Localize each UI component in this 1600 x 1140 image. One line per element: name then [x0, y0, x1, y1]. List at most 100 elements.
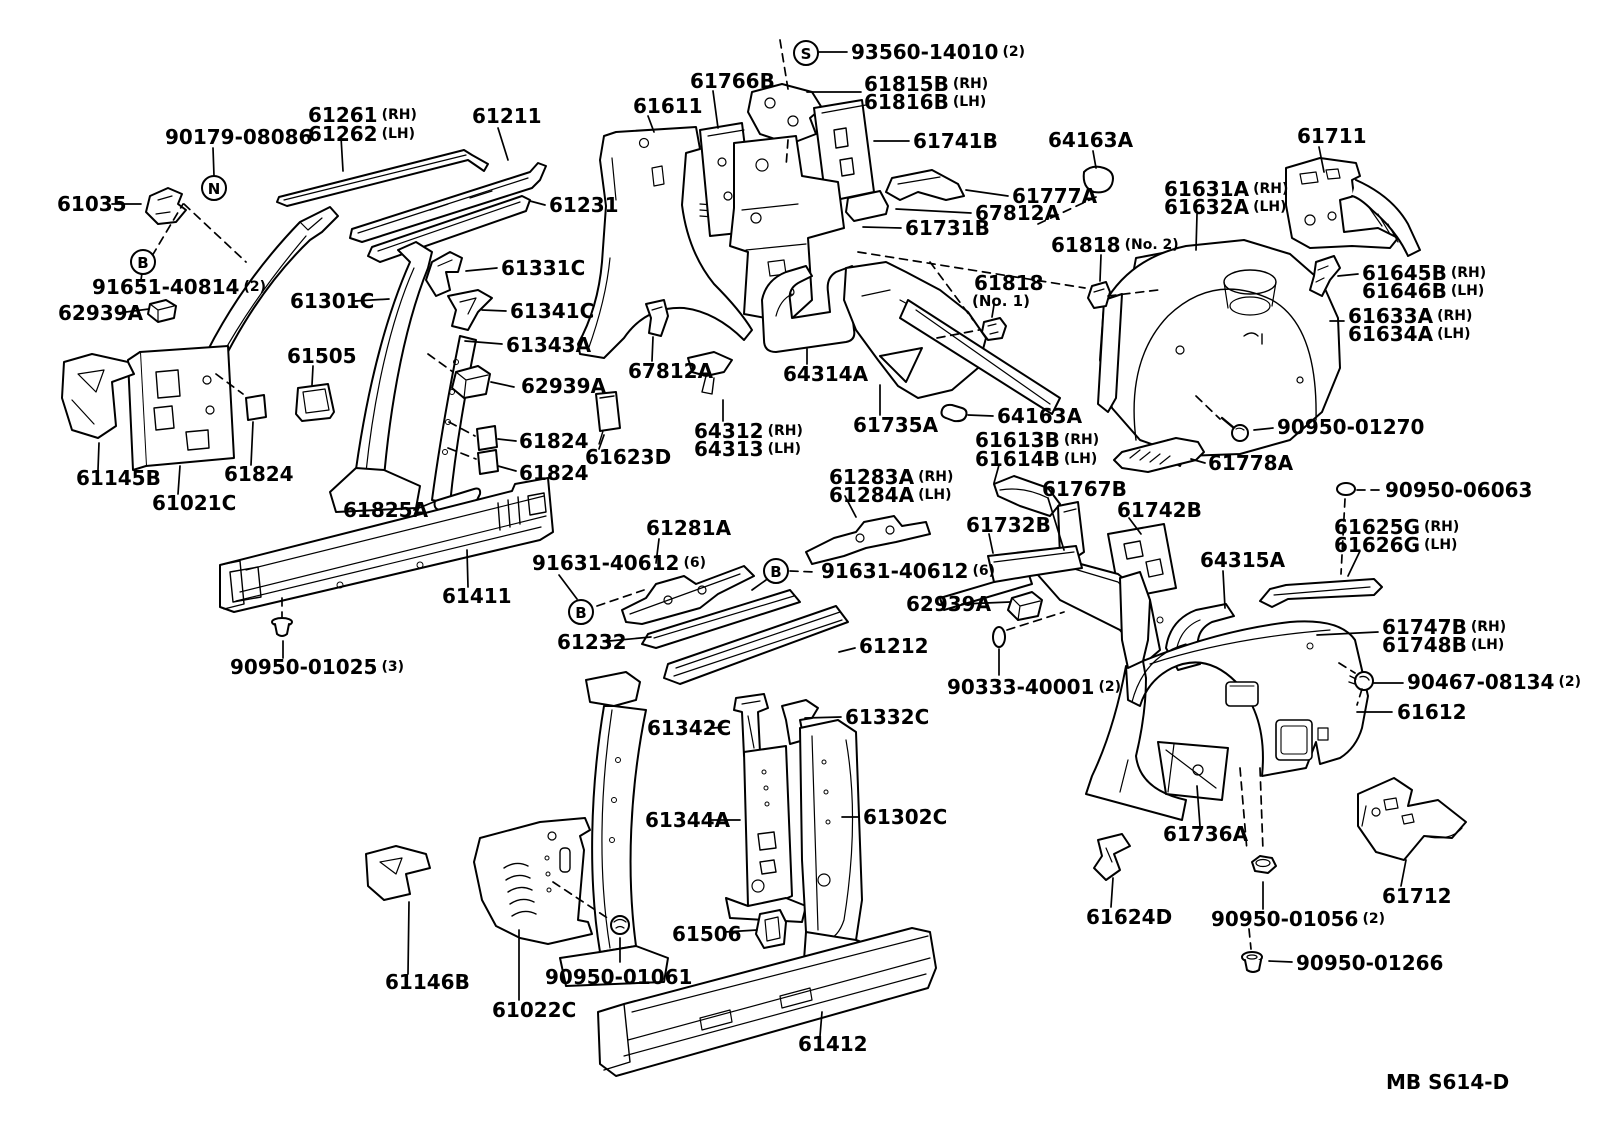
part-61712-corner [1357, 777, 1467, 861]
circled-S-marker: S [793, 40, 819, 66]
part-61505-pad [295, 383, 335, 422]
part-label-61145B: 61145B [76, 466, 161, 490]
part-61331C-bracket [425, 251, 463, 297]
part-label-64163A: 64163A [1048, 128, 1134, 152]
part-label-61816B: 61816B(LH) [864, 90, 986, 114]
part-label-61283A: 61283A(RH) [829, 465, 953, 489]
part-label-61411: 61411 [442, 584, 512, 608]
part-label-64163A: 64163A [997, 404, 1083, 428]
part-label-91631-40612: 91631-40612(6) [532, 551, 706, 575]
clip-90333-40001 [992, 626, 1006, 648]
part-label-61331C: 61331C [501, 256, 585, 280]
part-label-61747B: 61747B(RH) [1382, 615, 1506, 639]
svg-text:N: N [208, 180, 221, 198]
part-label-61736A: 61736A [1163, 822, 1249, 846]
part-label-61262: 61262(LH) [308, 122, 415, 146]
part-label-61146B: 61146B [385, 970, 470, 994]
part-label-61646B: 61646B(LH) [1362, 279, 1484, 303]
part-61344A-pillar-inner [725, 745, 807, 923]
circled-B-marker: B [763, 558, 789, 584]
pad-64163A-2 [940, 403, 968, 423]
part-64312-bracket [687, 351, 733, 395]
part-61232-sill-strip [641, 589, 801, 649]
part-label-61344A: 61344A [645, 808, 731, 832]
part-61633A-wheelhouse [1097, 239, 1341, 467]
diagram-code: MB S614-D [1386, 1070, 1510, 1094]
part-label-61505: 61505 [287, 344, 357, 368]
part-label-61412: 61412 [798, 1032, 868, 1056]
part-61145B-bracket [61, 353, 135, 439]
part-61411-rocker [219, 477, 554, 613]
clip-90950-01061 [610, 915, 630, 935]
svg-text:B: B [575, 604, 586, 622]
part-61736A-gusset [1157, 741, 1229, 801]
part-label-93560-14010: 93560-14010(2) [851, 40, 1025, 64]
part-61283A-rail [805, 515, 931, 565]
part-label-61815B: 61815B(RH) [864, 72, 988, 96]
part-label-61633A: 61633A(RH) [1348, 304, 1472, 328]
part-label-91631-40612: 91631-40612(6) [821, 559, 995, 583]
part-label-61634A: 61634A(LH) [1348, 322, 1471, 346]
part-61711-lock-pillar [1285, 157, 1421, 257]
clip-62939A-right [1007, 591, 1043, 621]
part-label-61818: 61818(No. 2) [1051, 233, 1179, 257]
part-label-61748B: 61748B(LH) [1382, 633, 1504, 657]
part-label-61231: 61231 [549, 193, 619, 217]
part-label-61625G: 61625G(RH) [1334, 515, 1459, 539]
clip-62939A-topleft [147, 299, 177, 323]
part-label-90179-08086: 90179-08086 [165, 125, 312, 149]
part-label-61824: 61824 [224, 462, 294, 486]
part-61623D-clip [595, 391, 621, 445]
part-label-61631A: 61631A(RH) [1164, 177, 1288, 201]
part-61645B-bracket [1309, 255, 1341, 297]
part-label-67812A: 67812A [975, 201, 1061, 225]
part-number-labels: 90179-080866103561261(RH)61262(LH)612116… [57, 40, 1581, 1056]
part-label-62939A: 62939A [58, 301, 144, 325]
part-61212-sill-strip [663, 605, 849, 685]
part-label-61211: 61211 [472, 104, 542, 128]
part-label-61341C: 61341C [510, 299, 594, 323]
part-label-90950-01056: 90950-01056(2) [1211, 907, 1385, 931]
part-61146B-bracket [365, 845, 431, 901]
pad-64163A-1 [1082, 165, 1114, 194]
nut-90950-01056 [1251, 855, 1277, 874]
part-label-61824: 61824 [519, 461, 589, 485]
part-label-62939A: 62939A [906, 592, 992, 616]
bolt-90950-01270 [1220, 416, 1249, 442]
part-label-61612: 61612 [1397, 700, 1467, 724]
part-67812A-pad-right [845, 190, 889, 222]
part-label-61735A: 61735A [853, 413, 939, 437]
part-label-61261: 61261(RH) [308, 103, 417, 127]
part-label-61021C: 61021C [152, 491, 236, 515]
part-61301C-pillar [329, 241, 433, 513]
part-61341C-bracket [447, 289, 493, 331]
part-label-90950-01266: 90950-01266 [1296, 951, 1443, 975]
part-label-61624D: 61624D [1086, 905, 1172, 929]
clip-61824-left [245, 394, 267, 421]
part-label-61332C: 61332C [845, 705, 929, 729]
clip-61824-lower [477, 449, 499, 475]
part-label-61712: 61712 [1382, 884, 1452, 908]
part-label-61301C: 61301C [290, 289, 374, 313]
part-label-61645B: 61645B(RH) [1362, 261, 1486, 285]
part-label-61342C: 61342C [647, 716, 731, 740]
part-label-61742B: 61742B [1117, 498, 1202, 522]
part-label-61825A: 61825A [343, 498, 429, 522]
part-61825A-strip [433, 487, 482, 511]
grommet-90950-01266 [1241, 951, 1263, 973]
part-label-64315A: 64315A [1200, 548, 1286, 572]
part-label-61343A: 61343A [506, 333, 592, 357]
clip-62939A-center [451, 365, 491, 399]
part-label-90950-01061: 90950-01061 [545, 965, 692, 989]
circled-N-marker: N [201, 175, 227, 201]
part-label-No1: (No. 1) [972, 292, 1030, 310]
part-label-61632A: 61632A(LH) [1164, 195, 1287, 219]
part-label-61767B: 61767B [1042, 477, 1127, 501]
part-label-61281A: 61281A [646, 516, 732, 540]
part-label-64312: 64312(RH) [694, 419, 803, 443]
svg-text:B: B [770, 563, 781, 581]
part-label-61778A: 61778A [1208, 451, 1294, 475]
part-label-61022C: 61022C [492, 998, 576, 1022]
circled-B-marker: B [130, 249, 156, 275]
part-label-61766B: 61766B [690, 69, 775, 93]
